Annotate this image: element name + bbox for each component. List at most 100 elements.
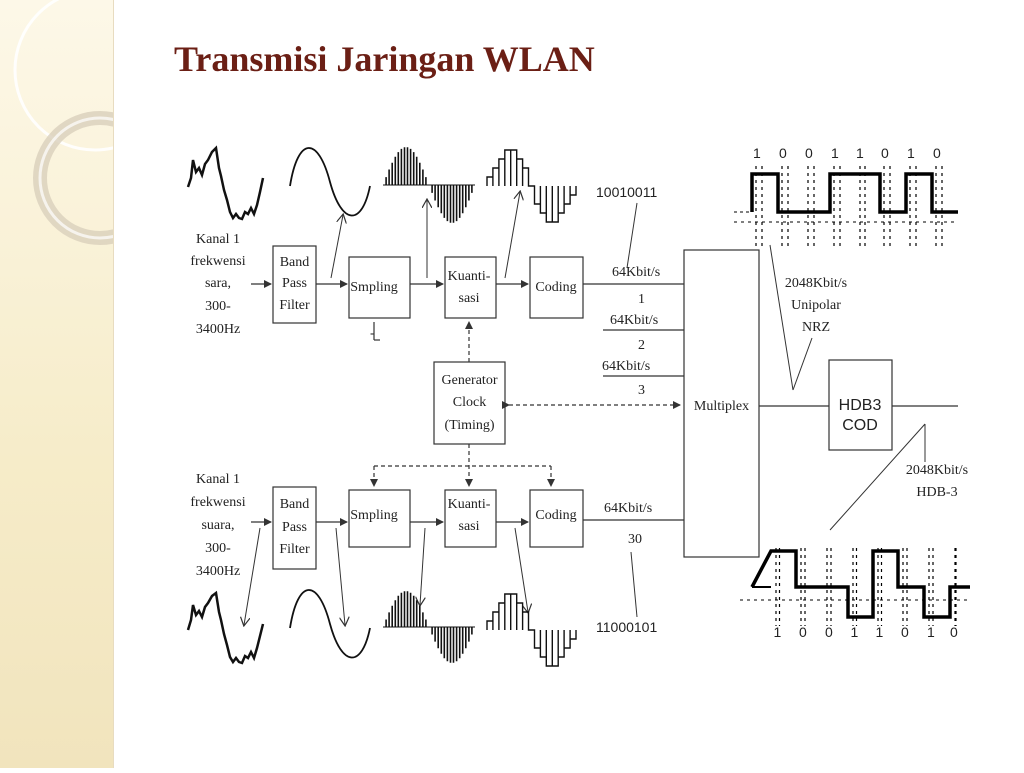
quant-label-top-line1: Kuanti- <box>448 269 491 284</box>
svg-text:Kanal 1: Kanal 1 <box>196 232 240 247</box>
svg-text:sasi: sasi <box>459 519 480 534</box>
svg-text:Filter: Filter <box>279 542 310 557</box>
channel-rate-2: 64Kbit/s 2 <box>610 313 658 353</box>
coding-block-bottom: Coding <box>529 489 584 548</box>
svg-text:NRZ: NRZ <box>802 320 830 335</box>
quant-steps <box>486 149 577 223</box>
sampled-wave-bottom <box>383 591 475 663</box>
svg-text:Kuanti-: Kuanti- <box>448 497 491 512</box>
svg-text:Coding: Coding <box>535 508 576 523</box>
svg-text:30: 30 <box>628 532 642 547</box>
coding-label-top: Coding <box>535 280 576 295</box>
svg-text:64Kbit/s: 64Kbit/s <box>610 313 658 328</box>
multiplex-block: Multiplex <box>683 249 760 558</box>
code-top: 10010011 <box>596 184 657 200</box>
svg-text:sara,: sara, <box>205 276 231 291</box>
coding-block-top: Coding <box>529 256 584 319</box>
svg-text:(Timing): (Timing) <box>444 418 494 433</box>
svg-text:COD: COD <box>842 417 878 434</box>
slide-title: Transmisi Jaringan WLAN <box>174 39 595 79</box>
unipolar-label: 2048Kbit/s Unipolar NRZ <box>785 276 847 335</box>
bit-label: 0 <box>779 145 787 161</box>
sine-wave-bottom <box>289 589 371 659</box>
svg-text:Smpling: Smpling <box>350 508 397 523</box>
sine-wave-top <box>289 147 371 217</box>
bpf-label-line1: Band <box>280 255 310 270</box>
svg-text:Generator: Generator <box>442 373 498 388</box>
channel-label-bottom: Kanal 1 frekwensi suara, 300- 3400Hz <box>190 472 245 579</box>
bit-label: 1 <box>856 145 864 161</box>
speech-wave-bottom <box>186 590 265 665</box>
svg-text:3400Hz: 3400Hz <box>196 322 240 337</box>
sampling-block-top: Smpling <box>348 256 411 319</box>
channel-rate-1: 64Kbit/s 1 <box>612 265 660 307</box>
band-pass-filter-block-bottom: Band Pass Filter <box>272 486 317 570</box>
nrz-waveform <box>750 172 958 214</box>
bit-label: 1 <box>753 145 761 161</box>
bit-label: 1 <box>927 624 935 640</box>
bit-label: 1 <box>876 624 884 640</box>
bit-label: 1 <box>851 624 859 640</box>
channel-label-top: Kanal 1 frekwensi sara, 300- 3400Hz <box>190 232 245 337</box>
svg-text:frekwensi: frekwensi <box>190 495 245 510</box>
svg-text:300-: 300- <box>205 541 231 556</box>
pam-lines <box>385 591 473 663</box>
bpf-label-line2: Pass <box>282 276 307 291</box>
quantization-block-bottom: Kuanti- sasi <box>444 489 497 548</box>
decorative-sidebar <box>0 0 177 768</box>
svg-text:64Kbit/s: 64Kbit/s <box>612 265 660 280</box>
channel-rate-3: 64Kbit/s 3 <box>602 359 650 398</box>
svg-text:2: 2 <box>638 338 645 353</box>
bpf-label-line3: Filter <box>279 298 310 313</box>
code-bottom: 11000101 <box>596 619 657 635</box>
bit-label: 0 <box>950 624 958 640</box>
bit-label: 0 <box>933 145 941 161</box>
sampling-block-bottom: Smpling <box>348 489 411 548</box>
svg-text:HDB-3: HDB-3 <box>916 485 957 500</box>
svg-text:HDB3: HDB3 <box>839 397 882 414</box>
bit-label: 0 <box>901 624 909 640</box>
pam-lines <box>385 147 473 223</box>
bit-label: 0 <box>805 145 813 161</box>
quant-label-top-line2: sasi <box>459 291 480 306</box>
svg-text:Kanal 1: Kanal 1 <box>196 472 240 487</box>
svg-text:Clock: Clock <box>453 395 486 410</box>
hdb3-waveform <box>750 549 970 619</box>
svg-text:2048Kbit/s: 2048Kbit/s <box>785 276 847 291</box>
sampled-wave-top <box>383 147 475 223</box>
svg-text:Band: Band <box>280 497 310 512</box>
svg-text:3400Hz: 3400Hz <box>196 564 240 579</box>
small-mark-top: - <box>370 326 375 341</box>
bit-label: 0 <box>881 145 889 161</box>
quantized-wave-top <box>486 149 577 223</box>
svg-text:Pass: Pass <box>282 520 307 535</box>
hdb3-coder-block: HDB3 COD <box>828 359 893 451</box>
bit-label: 1 <box>907 145 915 161</box>
quantized-wave-bottom <box>486 593 577 667</box>
svg-text:300-: 300- <box>205 299 231 314</box>
svg-text:64Kbit/s: 64Kbit/s <box>604 501 652 516</box>
svg-text:1: 1 <box>638 292 645 307</box>
svg-text:2048Kbit/s: 2048Kbit/s <box>906 463 968 478</box>
svg-text:Multiplex: Multiplex <box>694 399 749 414</box>
quantization-block-top: Kuanti- sasi <box>444 256 497 319</box>
bit-label: 1 <box>774 624 782 640</box>
svg-text:3: 3 <box>638 383 645 398</box>
generator-clock-block: Generator Clock (Timing) <box>433 361 506 445</box>
bit-label: 0 <box>799 624 807 640</box>
channel-rate-30: 64Kbit/s 30 <box>604 501 652 547</box>
svg-text:suara,: suara, <box>201 518 234 533</box>
svg-text:frekwensi: frekwensi <box>190 254 245 269</box>
unipolar-nrz-signal: 1 0 0 1 1 0 1 0 <box>734 145 958 246</box>
quant-steps <box>486 593 577 667</box>
band-pass-filter-block-top: Band Pass Filter <box>272 245 317 324</box>
svg-text:Unipolar: Unipolar <box>791 298 841 313</box>
sampling-label-top: Smpling <box>350 280 397 295</box>
bit-label: 0 <box>825 624 833 640</box>
hdb3-rate-label: 2048Kbit/s HDB-3 <box>906 463 968 500</box>
speech-wave-top <box>186 145 265 221</box>
bit-label: 1 <box>831 145 839 161</box>
svg-text:64Kbit/s: 64Kbit/s <box>602 359 650 374</box>
